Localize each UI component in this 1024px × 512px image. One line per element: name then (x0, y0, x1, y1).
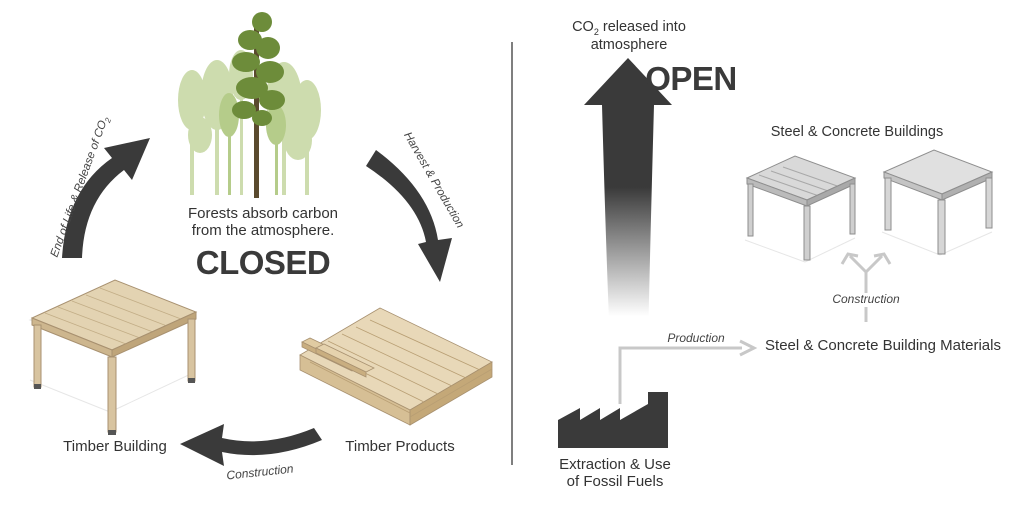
production-label: Production (667, 331, 725, 345)
co2-release-arrow-icon (584, 58, 672, 345)
timber-products-icon (299, 307, 493, 426)
co2-subscript: 2 (593, 26, 599, 37)
construction-split-arrow-icon (840, 252, 892, 322)
steel-frame-building-icon (744, 155, 857, 263)
co2-suffix: released into (598, 19, 686, 35)
forest-label-line2: from the atmosphere. (191, 222, 335, 240)
steel-buildings-label: Steel & Concrete Buildings (770, 124, 944, 140)
factory-icon (558, 392, 668, 448)
co2-line2: atmosphere (590, 37, 668, 54)
co2-released-label: CO2 released into atmosphere (540, 19, 718, 54)
timber-products-label: Timber Products (345, 438, 455, 455)
closed-heading: CLOSED (195, 244, 331, 281)
open-heading: OPEN (645, 60, 737, 97)
fossil-fuels-label: Extraction & Use of Fossil Fuels (540, 456, 690, 491)
end-of-life-arrow-icon (62, 138, 150, 258)
timber-building-label: Timber Building (63, 438, 167, 455)
materials-label: Steel & Concrete Building Materials (765, 337, 1001, 354)
construction-arrow-icon (180, 424, 322, 466)
fossil-line1: Extraction & Use (559, 456, 671, 473)
open-construction-label: Construction (820, 292, 912, 307)
fossil-line2: of Fossil Fuels (566, 473, 664, 491)
forest-label: Forests absorb carbon from the atmospher… (158, 205, 368, 240)
production-arrow-icon (618, 346, 742, 404)
concrete-building-icon (881, 149, 994, 256)
timber-building-icon (28, 279, 198, 435)
harvest-arrow-icon (366, 150, 452, 282)
forest-label-line1: Forests absorb carbon (187, 205, 339, 222)
co2-prefix: CO (572, 19, 594, 35)
forest-trees-icon (178, 12, 321, 198)
